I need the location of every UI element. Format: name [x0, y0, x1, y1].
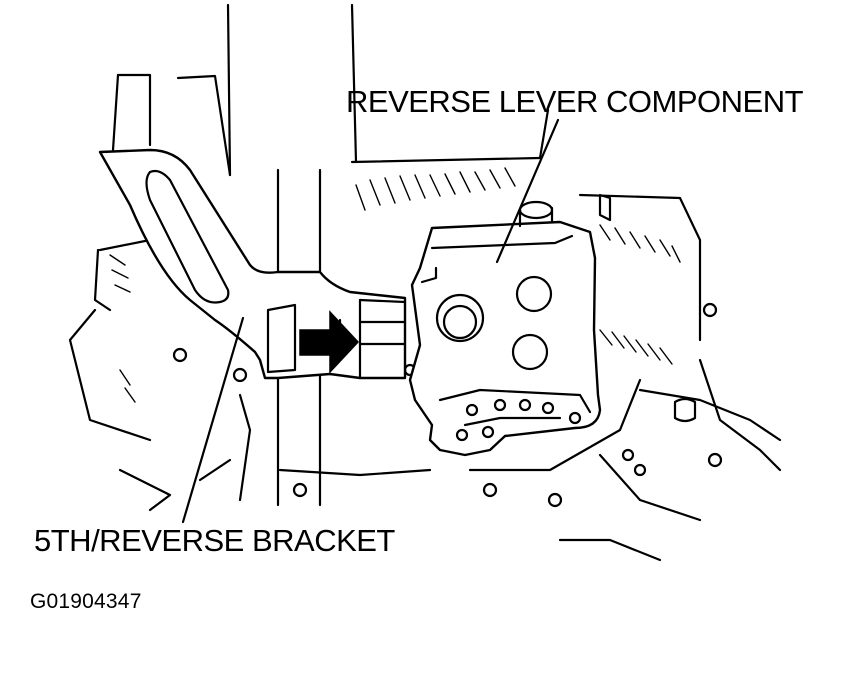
right-arrow-icon	[299, 310, 360, 374]
shift-rod	[276, 168, 322, 507]
figure-code: G01904347	[30, 590, 142, 613]
reverse-lever-component-part	[408, 200, 602, 457]
leader-lines	[181, 118, 560, 524]
fifth-reverse-bracket-label: 5TH/REVERSE BRACKET	[34, 523, 395, 558]
gear-teeth	[109, 167, 681, 403]
reverse-lever-component-label: REVERSE LEVER COMPONENT	[346, 84, 804, 119]
fifth-reverse-bracket-part	[98, 148, 407, 380]
bracket-leader	[181, 316, 245, 524]
transmission-case	[68, 3, 782, 562]
reverse-lever-leader	[495, 118, 560, 264]
